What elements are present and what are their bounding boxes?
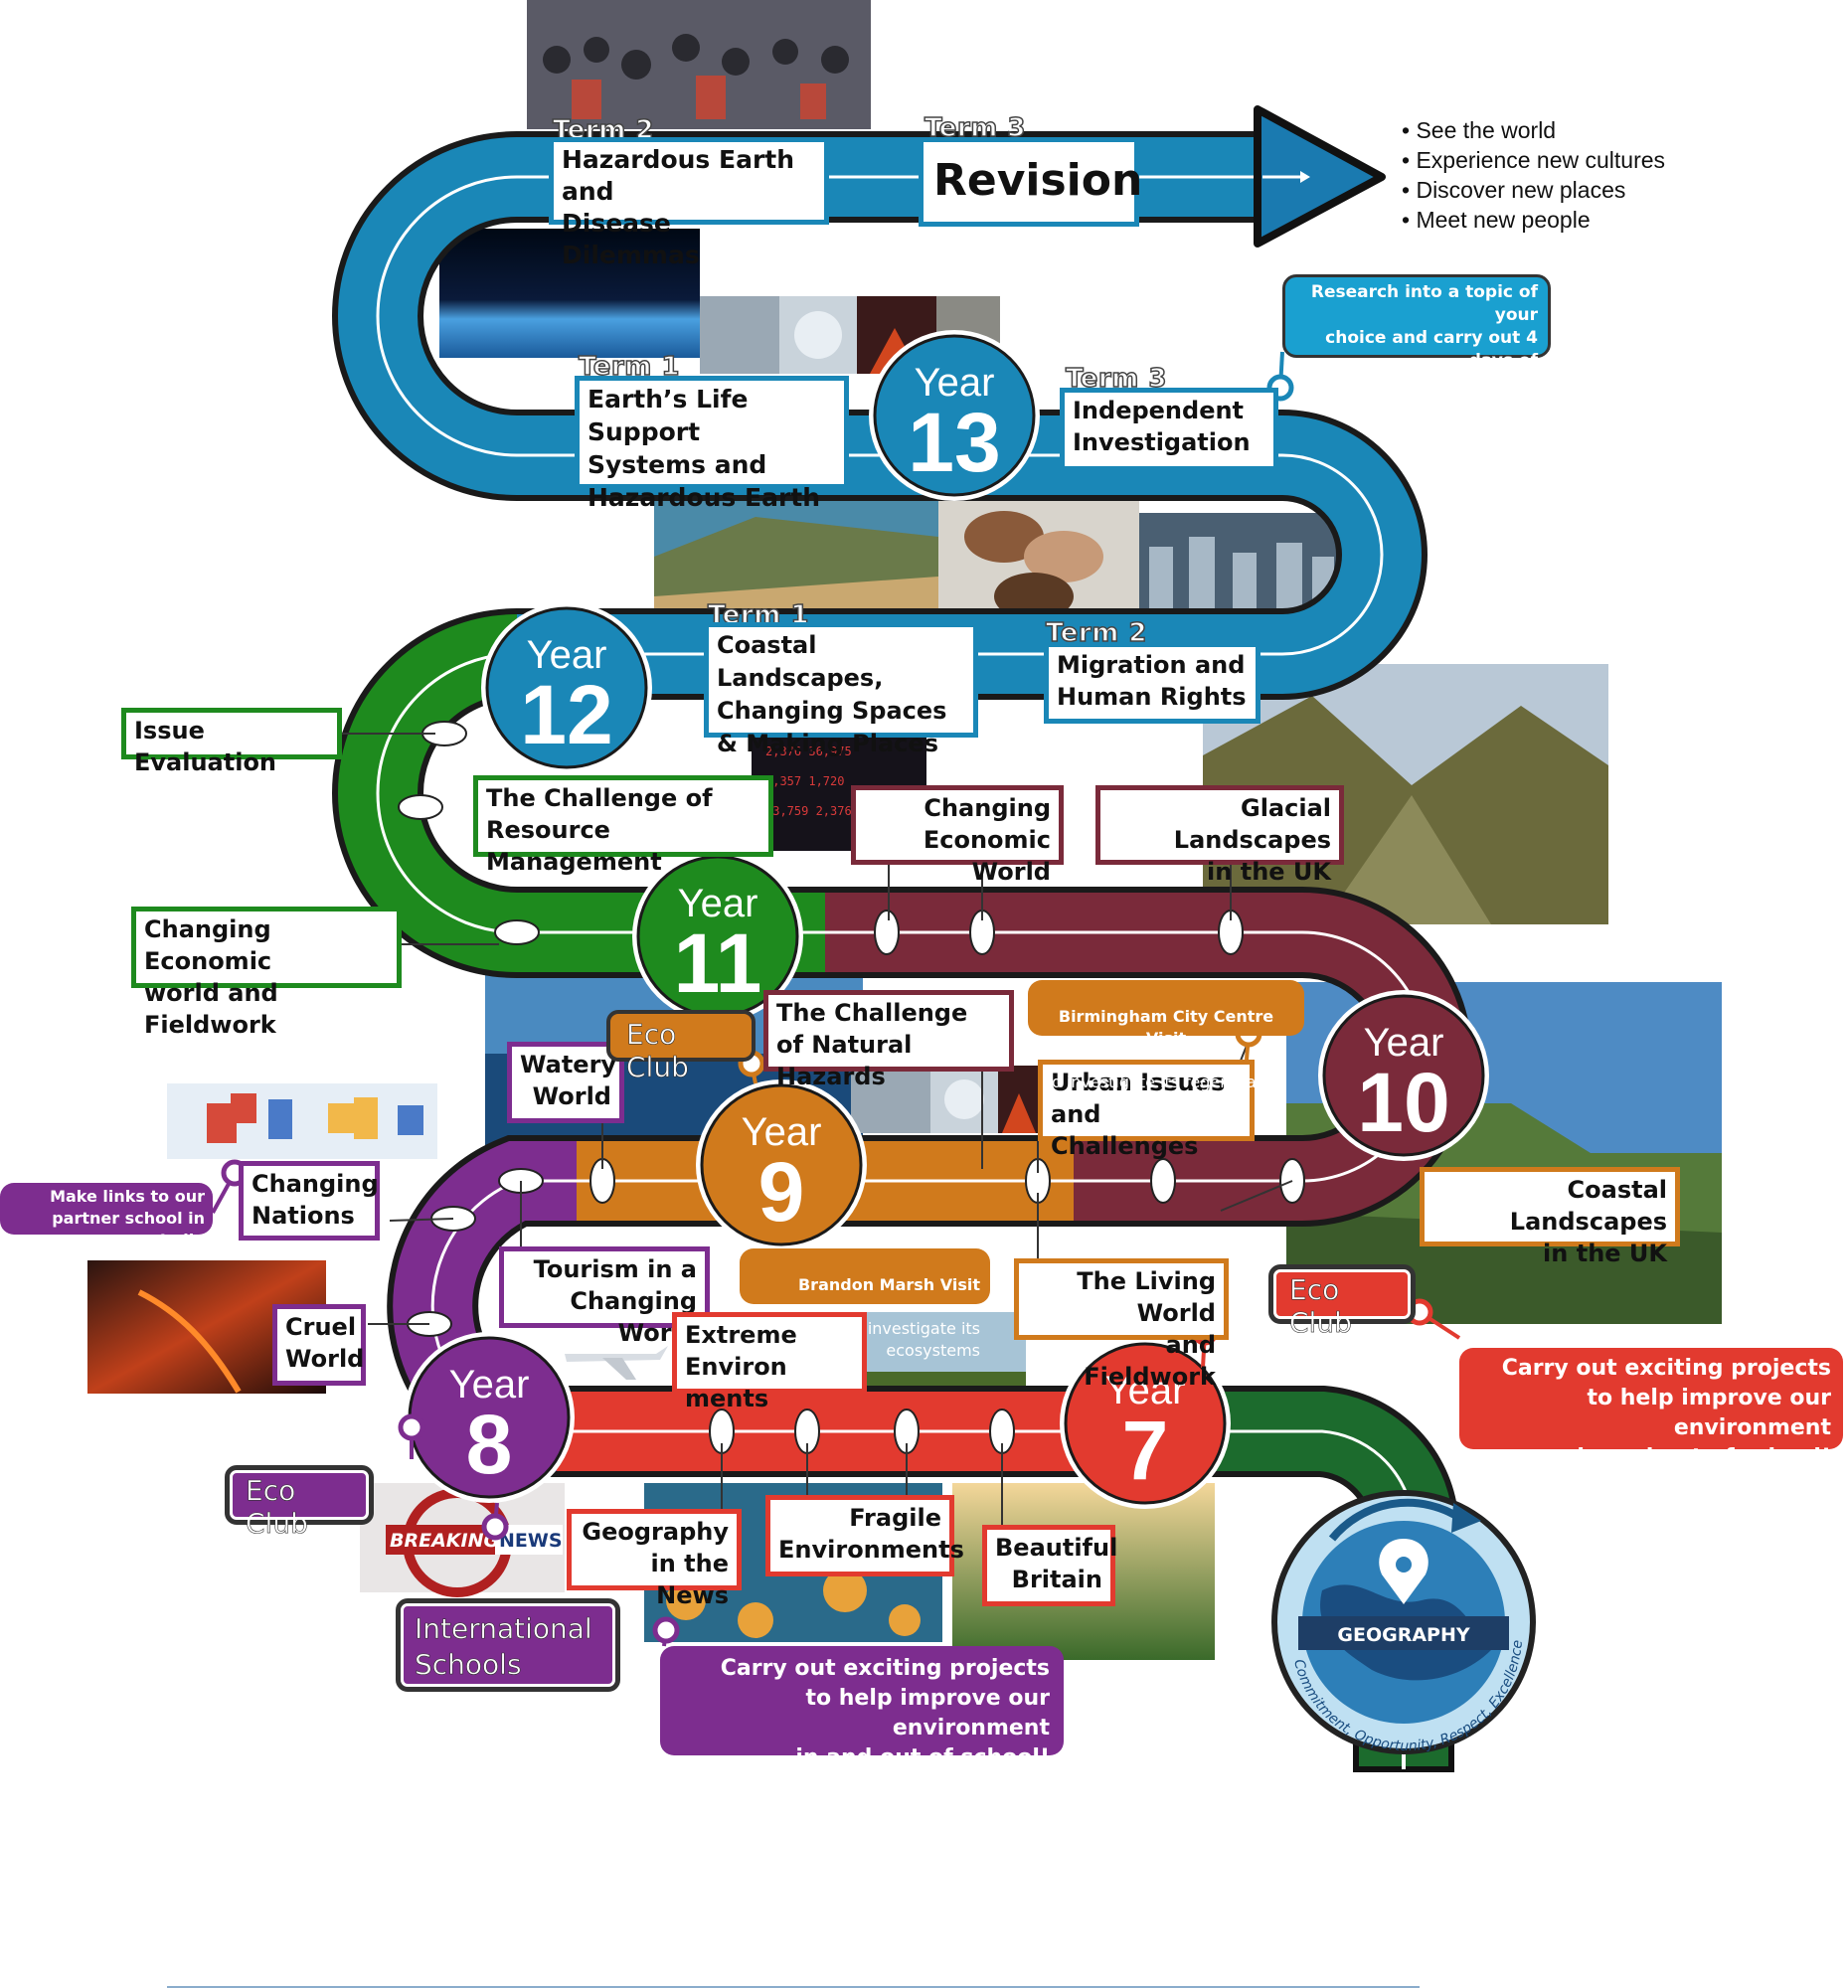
- svg-text:2,376 36,975: 2,376 36,975: [765, 745, 852, 758]
- year-number: 12: [520, 668, 612, 761]
- callout-y7-projects: Carry out exciting projects to help impr…: [1459, 1348, 1843, 1470]
- connector-line: [389, 1218, 454, 1222]
- bullet-item: Meet new people: [1402, 205, 1665, 235]
- topic-fragile-environments: Fragile Environments: [765, 1495, 964, 1576]
- topic-tourism: Tourism in a Changing World: [499, 1246, 710, 1347]
- bullet-item: Discover new places: [1402, 175, 1665, 205]
- photo-breaking-news: BREAKING NEWS: [360, 1483, 565, 1597]
- birmingham-title: Birmingham City Centre Visit: [1058, 1007, 1274, 1048]
- year-number: 10: [1357, 1056, 1449, 1149]
- connector-line: [1220, 1180, 1293, 1212]
- topic-independent-investigation: Independent Investigation: [1060, 388, 1278, 471]
- topic-life-support: Earth’s Life Support Systems and Hazardo…: [575, 376, 849, 512]
- topic-urban-issues: Urban Issues and Challenges: [1038, 1060, 1255, 1160]
- bullet-item: Experience new cultures: [1402, 145, 1665, 175]
- road-marker: [874, 910, 900, 955]
- topic-watery-world: Watery World: [507, 1042, 624, 1123]
- year-word: Year: [1364, 1021, 1444, 1065]
- callout-y8-projects: Carry out exciting projects to help impr…: [660, 1646, 1064, 1770]
- topic-coastal-changing-spaces: Coastal Landscapes, Changing Spaces & Ma…: [704, 622, 978, 757]
- year-word: Year: [1105, 1369, 1186, 1412]
- road-y12: [517, 410, 1428, 700]
- callout-research: Research into a topic of your choice and…: [1282, 274, 1551, 394]
- callout-ring: [398, 1413, 425, 1441]
- road-marker: [398, 794, 443, 820]
- road-y13: [332, 131, 1282, 501]
- topic-living-world: The Living World and Fieldwork: [1014, 1258, 1229, 1391]
- topic-issue-evaluation: Issue Evaluation: [121, 708, 342, 776]
- year-word: Year: [742, 1110, 822, 1154]
- svg-text:5,357 1,720: 5,357 1,720: [765, 774, 844, 788]
- topic-revision: Revision: [919, 137, 1142, 227]
- callout-ring: [481, 1513, 509, 1541]
- callout-ring: [652, 1616, 680, 1644]
- birmingham-subtitle: to investigate its regeneration: [1045, 1073, 1287, 1091]
- callout-birmingham: Birmingham City Centre Visit to investig…: [1028, 980, 1304, 1091]
- topic-changing-nations: Changing Nations: [239, 1161, 380, 1241]
- year-word: Year: [678, 882, 758, 925]
- aspirations-list: See the world Experience new cultures Di…: [1402, 115, 1665, 235]
- topic-beautiful-britain: Beautiful Britain: [982, 1525, 1117, 1606]
- year-number: 11: [674, 916, 762, 1010]
- topic-migration: Migration and Human Rights: [1044, 642, 1260, 724]
- end-arrow: [1254, 105, 1386, 248]
- photo-crowd: [527, 0, 871, 129]
- logo-title: GEOGRAPHY: [1337, 1624, 1469, 1646]
- topic-hazardous-earth: Hazardous Earth and Disease Dilemmas: [549, 137, 829, 269]
- eco-club-y7: Eco Club: [1268, 1264, 1416, 1339]
- topic-resource-management: The Challenge of Resource Management: [473, 775, 773, 876]
- photo-hands: [938, 475, 1139, 634]
- year-number: 8: [466, 1398, 513, 1491]
- photo-earth-orbit: [439, 229, 700, 358]
- breaking-text: BREAKING: [390, 1530, 499, 1552]
- year-number: 7: [1122, 1404, 1169, 1497]
- year-word: Year: [915, 361, 995, 405]
- road-marker: [1150, 1158, 1176, 1204]
- road-y11-green: [332, 608, 825, 978]
- brandon-title: Brandon Marsh Visit: [797, 1275, 980, 1294]
- year-number: 9: [758, 1145, 805, 1239]
- callout-brandon-marsh: Brandon Marsh Visit to investigate its e…: [740, 1248, 990, 1360]
- geography-logo: GEOGRAPHY Commitment, Opportunity, Respe…: [1271, 1490, 1536, 1772]
- topic-glacial-landscapes: Glacial Landscapes in the UK: [1095, 785, 1344, 886]
- topic-cruel-world: Cruel World: [272, 1304, 366, 1386]
- topic-geography-news: Geography in the News: [567, 1509, 742, 1609]
- callout-india-school: Make links to our partner school in Indi…: [0, 1183, 213, 1249]
- topic-changing-economic-world: Changing Economic World: [851, 785, 1064, 886]
- brandon-subtitle: to investigate its ecosystems: [846, 1319, 980, 1360]
- svg-text:63,759 2,376: 63,759 2,376: [765, 804, 852, 818]
- bullet-item: See the world: [1402, 115, 1665, 145]
- photo-europe-maps: [167, 1083, 437, 1159]
- topic-extreme-environments: Extreme Environ ments: [672, 1312, 867, 1412]
- eco-club-y9: Eco Club: [606, 1010, 756, 1083]
- year-badge-7: Year7: [1060, 1338, 1231, 1509]
- international-schools: International Schools: [396, 1598, 620, 1692]
- photo-glacial-valley: [1203, 664, 1608, 924]
- topic-coastal-landscapes-uk: Coastal Landscapes in the UK: [1420, 1167, 1680, 1267]
- news-text: NEWS: [499, 1530, 563, 1552]
- photo-airplane: [565, 1346, 668, 1380]
- year-number: 13: [908, 396, 1000, 489]
- photo-hazards-strip-2: [851, 1066, 1040, 1133]
- year-word: Year: [449, 1363, 530, 1407]
- eco-club-y8: Eco Club: [225, 1465, 374, 1540]
- road-marker: [494, 919, 540, 945]
- topic-econ-fieldwork: Changing Economic world and Fieldwork: [131, 907, 402, 1039]
- topic-natural-hazards: The Challenge of Natural Hazards: [763, 990, 1014, 1090]
- year-word: Year: [527, 633, 607, 677]
